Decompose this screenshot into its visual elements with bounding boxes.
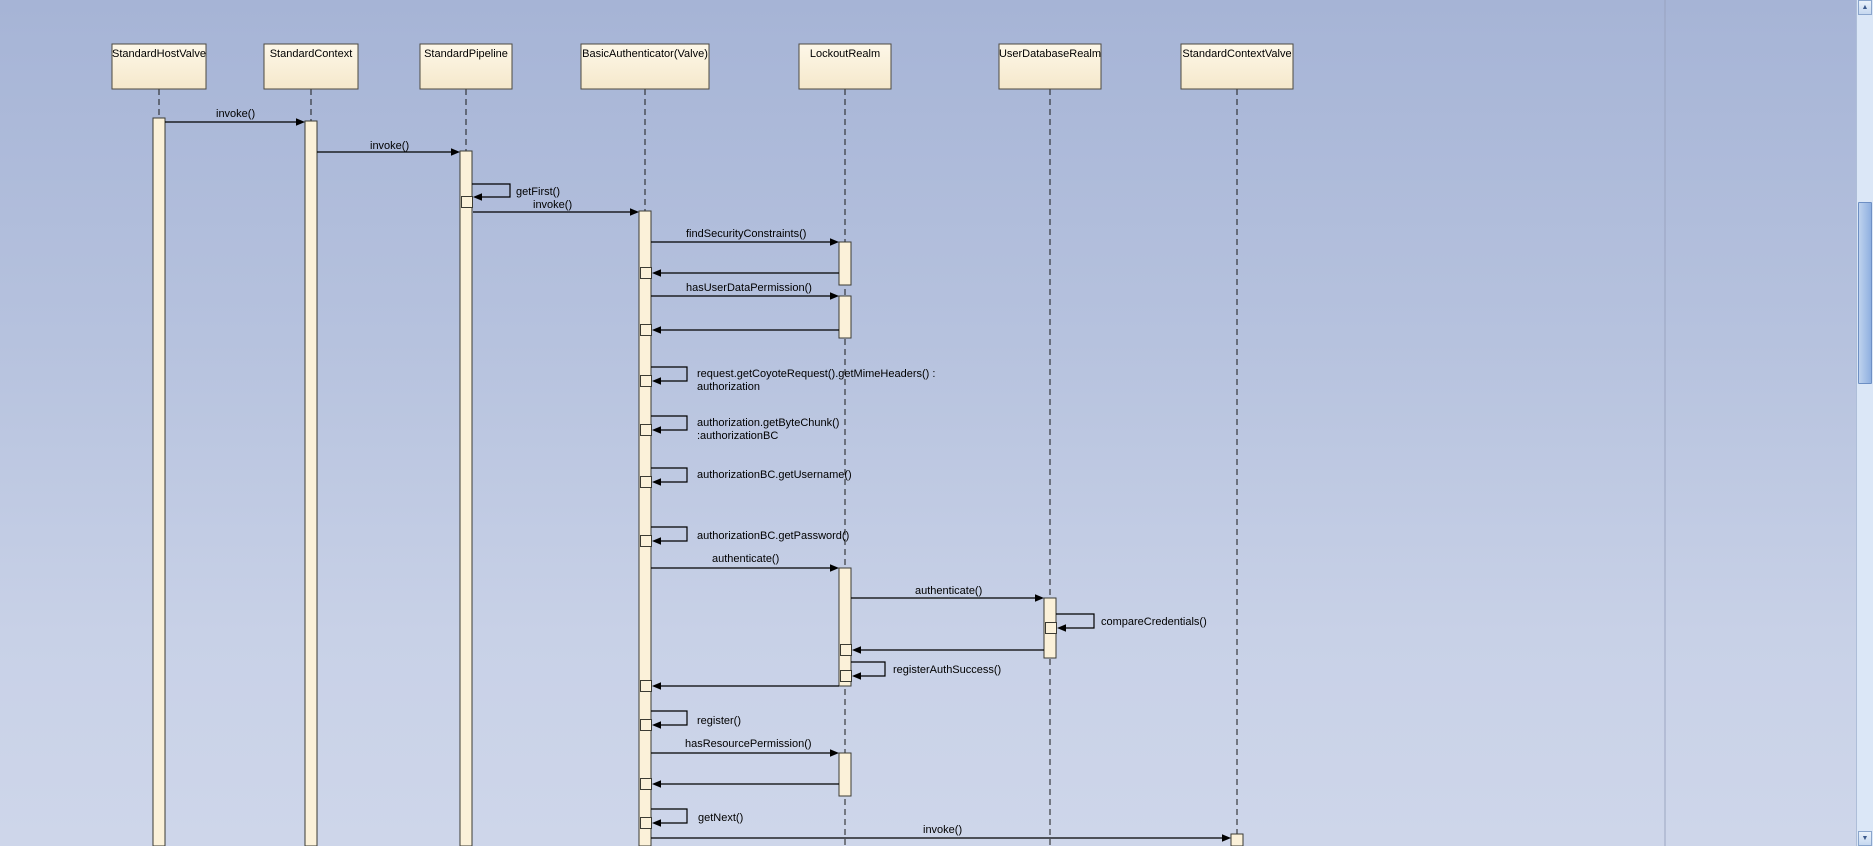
- message-arrowhead: [652, 721, 661, 729]
- nested-activation-marker: [640, 719, 652, 731]
- message-self-call-line[interactable]: [1056, 613, 1095, 629]
- message-arrowhead: [630, 208, 639, 216]
- message-label-hasuserdatapermission[interactable]: hasUserDataPermission(): [686, 282, 812, 294]
- vertical-scrollbar[interactable]: ▲ ▼: [1856, 0, 1873, 846]
- message-arrowhead: [473, 193, 482, 201]
- message-arrowhead: [296, 118, 305, 126]
- lifeline-box-basicauthenticator-valve[interactable]: [580, 43, 710, 90]
- message-arrowhead: [652, 269, 661, 277]
- message-arrowhead: [1057, 624, 1066, 632]
- message-label-invoke[interactable]: invoke(): [216, 108, 255, 120]
- message-arrowhead: [852, 672, 861, 680]
- nested-activation-marker: [640, 424, 652, 436]
- nested-activation-marker: [461, 196, 473, 208]
- message-label-authorization-getbytechunk[interactable]: authorization.getByteChunk(): [697, 417, 839, 429]
- activation-bar-lockoutrealm[interactable]: [838, 752, 852, 797]
- lifeline-label-basicauthenticator-valve: BasicAuthenticator(Valve): [582, 48, 708, 60]
- message-label-findsecurityconstraints[interactable]: findSecurityConstraints(): [686, 228, 806, 240]
- activation-bar-basicauthenticator-valve[interactable]: [638, 210, 652, 846]
- message-label-register[interactable]: register(): [697, 715, 741, 727]
- nested-activation-marker: [640, 267, 652, 279]
- message-label-authenticate[interactable]: authenticate(): [712, 553, 779, 565]
- activation-bar-standardhostvalve[interactable]: [152, 117, 166, 846]
- message-label-authorizationbc-getpassword[interactable]: authorizationBC.getPassword(): [697, 530, 849, 542]
- nested-activation-marker: [640, 324, 652, 336]
- lifeline-label-lockoutrealm: LockoutRealm: [810, 48, 880, 60]
- lifeline-box-standardhostvalve[interactable]: [111, 43, 207, 90]
- scroll-up-button[interactable]: ▲: [1858, 0, 1872, 15]
- activation-bar-lockoutrealm[interactable]: [838, 241, 852, 286]
- lifeline-box-userdatabaserealm[interactable]: [998, 43, 1102, 90]
- message-label-invoke[interactable]: invoke(): [370, 140, 409, 152]
- message-label-comparecredentials[interactable]: compareCredentials(): [1101, 616, 1207, 628]
- lifeline-label-standardpipeline: StandardPipeline: [424, 48, 508, 60]
- message-arrowhead: [652, 819, 661, 827]
- message-arrowhead: [652, 478, 661, 486]
- nested-activation-marker: [640, 535, 652, 547]
- nested-activation-marker: [1045, 622, 1057, 634]
- message-label-getfirst[interactable]: getFirst(): [516, 186, 560, 198]
- message-arrowhead: [1222, 834, 1231, 842]
- nested-activation-marker: [640, 680, 652, 692]
- message-label-authorizationbc-getusername[interactable]: authorizationBC.getUsername(): [697, 469, 852, 481]
- activation-bar-lockoutrealm[interactable]: [838, 567, 852, 687]
- activation-bar-standardcontext[interactable]: [304, 120, 318, 846]
- message-self-call-line[interactable]: [472, 183, 511, 198]
- message-self-call-line[interactable]: [651, 710, 688, 726]
- message-label-request-getcoyoterequest-getmimeheaders[interactable]: request.getCoyoteRequest().getMimeHeader…: [697, 368, 935, 380]
- scroll-down-button[interactable]: ▼: [1858, 831, 1872, 846]
- activation-bar-standardpipeline[interactable]: [459, 150, 473, 846]
- nested-activation-marker: [840, 644, 852, 656]
- activation-bar-standardcontextvalve[interactable]: [1230, 833, 1244, 846]
- message-label-invoke[interactable]: invoke(): [923, 824, 962, 836]
- nested-activation-marker: [640, 375, 652, 387]
- message-label-invoke[interactable]: invoke(): [533, 199, 572, 211]
- lifeline-label-userdatabaserealm: UserDatabaseRealm: [999, 48, 1101, 60]
- message-self-call-line[interactable]: [651, 366, 688, 382]
- lifeline-box-lockoutrealm[interactable]: [798, 43, 892, 90]
- message-arrowhead: [652, 426, 661, 434]
- message-arrowhead: [652, 377, 661, 385]
- message-self-call-line[interactable]: [651, 808, 688, 824]
- message-arrowhead: [830, 749, 839, 757]
- message-arrowhead: [1035, 594, 1044, 602]
- message-label-getnext[interactable]: getNext(): [698, 812, 743, 824]
- message-label2-authorizationbc[interactable]: :authorizationBC: [697, 430, 778, 442]
- message-self-call-line[interactable]: [651, 526, 688, 542]
- message-arrowhead: [830, 292, 839, 300]
- message-label-authenticate[interactable]: authenticate(): [915, 585, 982, 597]
- nested-activation-marker: [640, 476, 652, 488]
- scrollbar-thumb[interactable]: [1858, 202, 1872, 384]
- message-arrowhead: [852, 646, 861, 654]
- message-self-call-line[interactable]: [651, 415, 688, 431]
- message-arrowhead: [451, 148, 460, 156]
- message-label2-authorization[interactable]: authorization: [697, 381, 760, 393]
- message-arrowhead: [652, 682, 661, 690]
- message-arrowhead: [652, 537, 661, 545]
- message-arrowhead: [652, 326, 661, 334]
- lifeline-box-standardpipeline[interactable]: [419, 43, 513, 90]
- lifeline-label-standardhostvalve: StandardHostValve: [112, 48, 206, 60]
- message-arrowhead: [830, 238, 839, 246]
- message-arrowhead: [652, 780, 661, 788]
- message-label-registerauthsuccess[interactable]: registerAuthSuccess(): [893, 664, 1001, 676]
- lifeline-label-standardcontext: StandardContext: [270, 48, 353, 60]
- lifeline-box-standardcontextvalve[interactable]: [1180, 43, 1294, 90]
- message-self-call-line[interactable]: [851, 661, 886, 677]
- message-arrowhead: [830, 564, 839, 572]
- lifeline-label-standardcontextvalve: StandardContextValve: [1182, 48, 1291, 60]
- message-self-call-line[interactable]: [651, 467, 688, 483]
- message-label-hasresourcepermission[interactable]: hasResourcePermission(): [685, 738, 812, 750]
- nested-activation-marker: [840, 670, 852, 682]
- lifeline-box-standardcontext[interactable]: [263, 43, 359, 90]
- nested-activation-marker: [640, 817, 652, 829]
- nested-activation-marker: [640, 778, 652, 790]
- activation-bar-lockoutrealm[interactable]: [838, 295, 852, 339]
